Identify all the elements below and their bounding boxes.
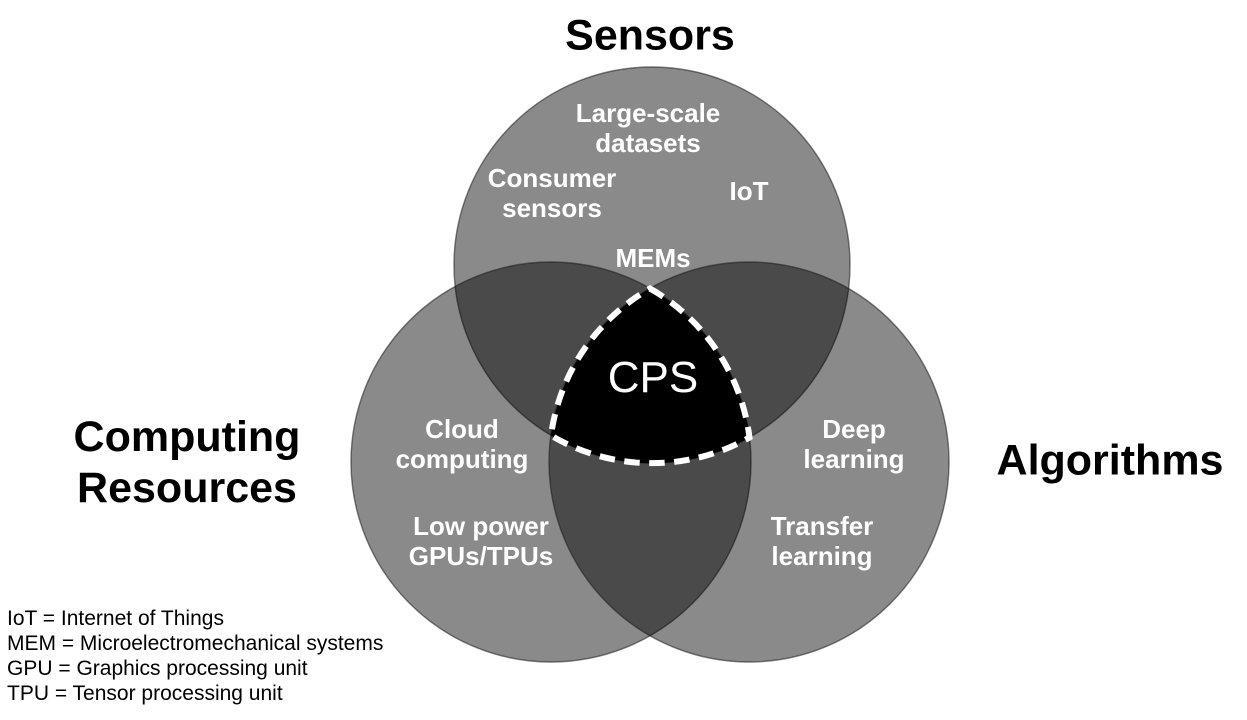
item-consumer-sensors: Consumer sensors (487, 163, 617, 223)
set-title-sensors: Sensors (565, 11, 735, 60)
set-title-computing-resources: Computing Resources (73, 413, 301, 512)
legend-line-tpu: TPU = Tensor processing unit (7, 682, 283, 705)
item-cloud-computing: Cloud computing (395, 414, 529, 474)
item-transfer-learning: Transfer learning (770, 511, 874, 571)
legend-line-gpu: GPU = Graphics processing unit (7, 657, 308, 680)
item-iot: IoT (729, 176, 769, 206)
venn-center-intersection (547, 285, 753, 467)
abbreviation-legend: IoT = Internet of Things MEM = Microelec… (7, 606, 383, 706)
set-title-algorithms: Algorithms (996, 436, 1224, 485)
item-deep-learning: Deep learning (803, 414, 905, 474)
legend-line-mem: MEM = Microelectromechanical systems (7, 632, 384, 655)
item-large-scale-datasets: Large-scale datasets (575, 98, 721, 158)
item-low-power-gpus-tpus: Low power GPUs/TPUs (408, 511, 554, 571)
legend-line-iot: IoT = Internet of Things (7, 607, 224, 630)
center-label-cps: CPS (607, 353, 699, 402)
item-mems: MEMs (615, 243, 691, 273)
